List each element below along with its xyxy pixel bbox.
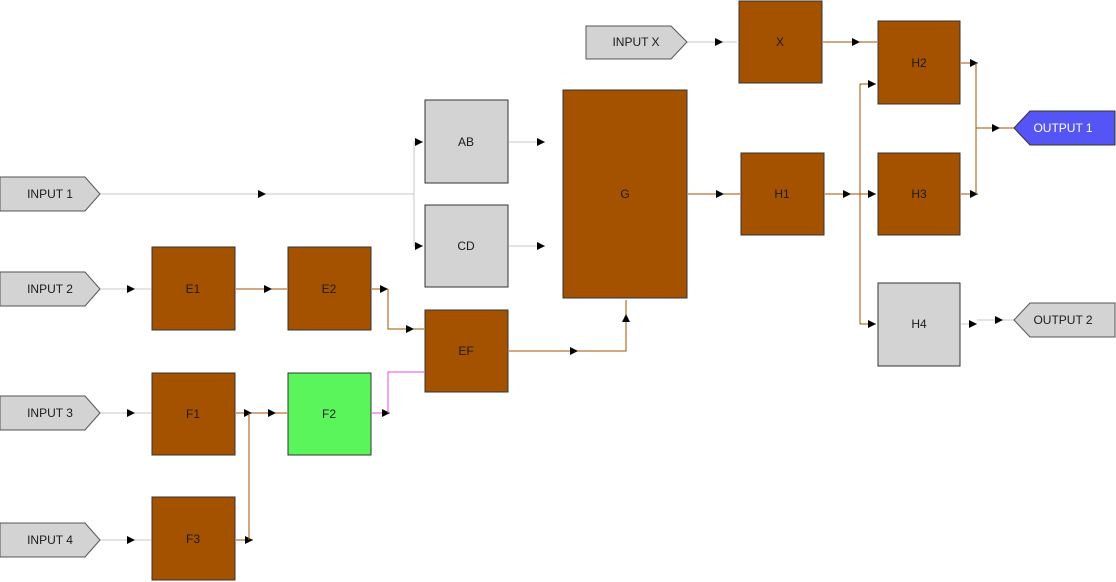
output-port-2-label: OUTPUT 2 xyxy=(1033,313,1092,327)
block-ef[interactable]: EF xyxy=(424,309,509,393)
block-f2[interactable]: F2 xyxy=(287,372,372,456)
block-h4[interactable]: H4 xyxy=(877,282,961,367)
output-port-1[interactable]: OUTPUT 1 xyxy=(1013,110,1116,146)
block-cd-label: CD xyxy=(457,239,475,253)
block-ab[interactable]: AB xyxy=(424,99,509,184)
block-x-label: X xyxy=(776,35,784,49)
block-e2-label: E2 xyxy=(322,282,337,296)
input-port-x-label: INPUT X xyxy=(612,35,659,49)
input-port-2-label: INPUT 2 xyxy=(27,282,73,296)
input-port-1[interactable]: INPUT 1 xyxy=(0,176,101,212)
input-port-4-label: INPUT 4 xyxy=(27,533,73,547)
block-g-label: G xyxy=(620,187,629,201)
block-f3-label: F3 xyxy=(186,532,200,546)
block-e1-label: E1 xyxy=(186,282,201,296)
wire-input1-to-ab xyxy=(413,138,423,194)
block-h2-label: H2 xyxy=(911,56,927,70)
block-f1-label: F1 xyxy=(186,407,200,421)
output-port-2[interactable]: OUTPUT 2 xyxy=(1013,302,1116,338)
output-port-1-label: OUTPUT 1 xyxy=(1033,121,1092,135)
wire-ef-to-g xyxy=(509,300,627,352)
block-f2-label: F2 xyxy=(322,407,336,421)
block-h1[interactable]: H1 xyxy=(740,152,825,236)
input-port-2[interactable]: INPUT 2 xyxy=(0,271,101,307)
block-e2[interactable]: E2 xyxy=(287,246,372,331)
block-ef-label: EF xyxy=(458,344,473,358)
block-x[interactable]: X xyxy=(738,0,823,84)
block-f1[interactable]: F1 xyxy=(151,372,236,456)
wire-input1-to-cd xyxy=(413,194,423,250)
block-ab-label: AB xyxy=(458,135,474,149)
wires xyxy=(100,38,1014,544)
block-h2[interactable]: H2 xyxy=(877,20,961,105)
block-h4-label: H4 xyxy=(911,317,927,331)
block-g[interactable]: G xyxy=(562,89,688,299)
input-port-1-label: INPUT 1 xyxy=(27,187,73,201)
block-e1[interactable]: E1 xyxy=(151,246,236,331)
block-h1-label: H1 xyxy=(774,187,790,201)
wire-f2-to-ef xyxy=(387,371,424,413)
input-port-3-label: INPUT 3 xyxy=(27,406,73,420)
block-h3[interactable]: H3 xyxy=(877,152,961,236)
block-h3-label: H3 xyxy=(911,187,927,201)
block-f3[interactable]: F3 xyxy=(151,496,236,581)
input-port-3[interactable]: INPUT 3 xyxy=(0,395,101,431)
input-port-4[interactable]: INPUT 4 xyxy=(0,522,101,558)
wire-e2-to-ef xyxy=(387,289,414,333)
input-port-x[interactable]: INPUT X xyxy=(585,25,688,60)
block-cd[interactable]: CD xyxy=(424,204,509,288)
